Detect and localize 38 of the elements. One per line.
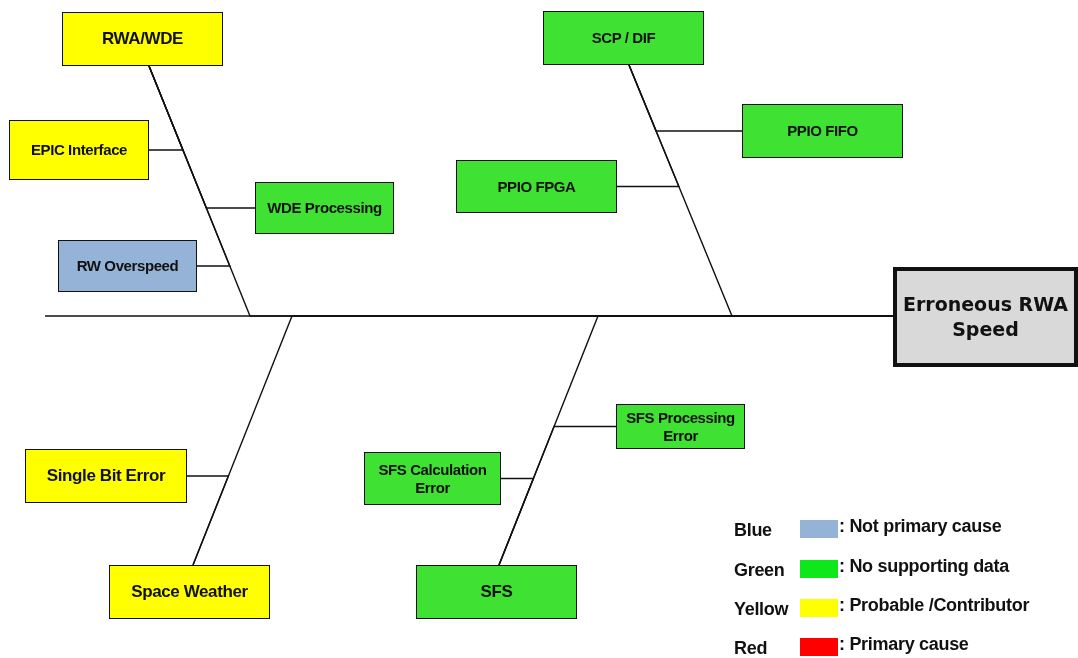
cause-label: SFS Calculation Error [377, 461, 488, 496]
branch-line [186, 475, 230, 566]
cause-box [456, 160, 617, 213]
category-box [416, 565, 577, 619]
branch-line [148, 65, 231, 267]
cause-label: SCP / DIF [591, 29, 656, 47]
cause-label: SFS Processing Error [625, 409, 736, 444]
legend-color-name: Yellow [734, 599, 789, 620]
cause-label: WDE Processing [267, 199, 382, 217]
branch-line [498, 477, 535, 566]
effect-label: Erroneous RWA Speed [901, 292, 1070, 342]
cause-label: SFS [480, 582, 513, 602]
legend-text: : Probable /Contributor [839, 595, 1030, 616]
legend-text: : No supporting data [839, 556, 1009, 577]
cause-label: Space Weather [131, 582, 248, 602]
legend-text: : Not primary cause [839, 516, 1002, 537]
category-box [62, 12, 223, 66]
cause-label: PPIO FIFO [787, 122, 858, 140]
cause-label: EPIC Interface [30, 141, 128, 159]
cause-box [25, 449, 187, 503]
cause-box [58, 240, 197, 292]
cause-box [9, 120, 149, 180]
cause-label: Single Bit Error [46, 466, 166, 486]
legend-text: : Primary cause [839, 634, 969, 655]
cause-label: RW Overspeed [76, 257, 179, 275]
cause-label: PPIO FPGA [497, 177, 576, 196]
cause-box [616, 404, 745, 449]
legend-color-name: Red [734, 638, 768, 658]
cause-label: RWA/WDE [102, 29, 183, 49]
branch-line [616, 64, 680, 188]
cause-box [364, 452, 501, 505]
cause-box [255, 182, 394, 234]
category-box [109, 565, 270, 619]
effect-box [893, 267, 1078, 367]
category-box [543, 11, 704, 65]
legend-color-name: Blue [734, 520, 772, 541]
cause-box [742, 104, 903, 158]
legend-color-name: Green [734, 560, 785, 581]
